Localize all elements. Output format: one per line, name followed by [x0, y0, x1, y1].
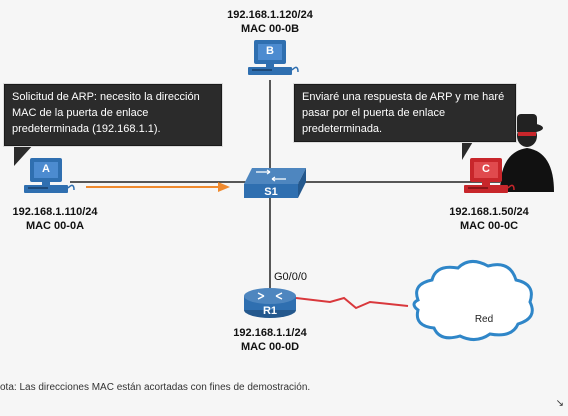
serial-link	[295, 296, 409, 310]
network-cloud-icon	[412, 260, 534, 341]
resize-cursor-icon: ↘	[555, 398, 564, 409]
pc-c-ip: 192.168.1.50/24	[449, 206, 529, 218]
pc-a-ip: 192.168.1.110/24	[12, 206, 98, 218]
arp-request-arrow	[86, 182, 230, 192]
bubble-c-tail	[462, 140, 474, 160]
switch-s1-icon	[244, 168, 306, 198]
attacker-silhouette-icon	[500, 114, 554, 192]
pc-b-letter: B	[266, 45, 274, 57]
router-r1-icon	[244, 288, 296, 318]
pc-b-mac: MAC 00-0B	[240, 23, 300, 35]
router-name: R1	[262, 305, 278, 317]
pc-a-icon	[24, 158, 75, 193]
pc-c-mac: MAC 00-0C	[459, 220, 519, 232]
router-interface: G0/0/0	[274, 271, 308, 283]
bubble-a-tail	[14, 144, 34, 166]
attacker-bubble: Enviaré una respuesta de ARP y me haré p…	[294, 84, 516, 142]
switch-name: S1	[264, 186, 278, 198]
cloud-label: Red	[474, 314, 494, 325]
pc-c-icon	[464, 158, 515, 193]
pc-b-ip: 192.168.1.120/24	[227, 9, 313, 21]
pc-a-letter: A	[42, 163, 50, 175]
pc-b-icon	[248, 40, 299, 75]
pc-c-letter: C	[482, 163, 490, 175]
router-mac: MAC 00-0D	[240, 341, 300, 353]
arp-request-bubble: Solicitud de ARP: necesito la dirección …	[4, 84, 222, 146]
footnote: ota: Las direcciones MAC están acortadas…	[0, 382, 311, 393]
pc-a-mac: MAC 00-0A	[25, 220, 85, 232]
router-ip: 192.168.1.1/24	[233, 327, 307, 339]
